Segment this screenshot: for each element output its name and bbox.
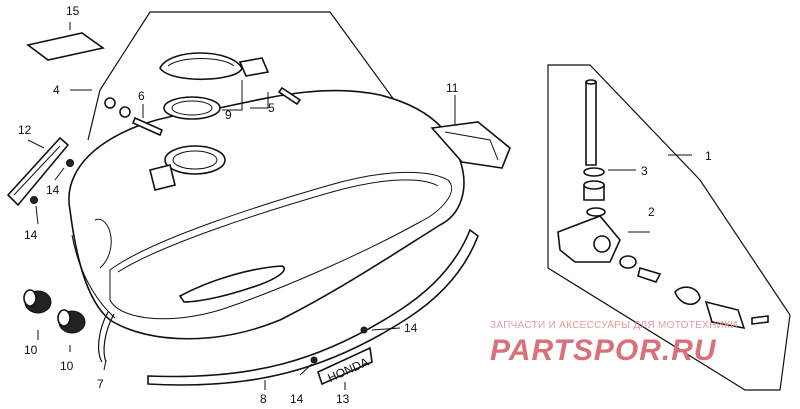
callout-6: 6	[138, 89, 145, 103]
callout-12: 12	[18, 123, 32, 137]
hose-7	[98, 311, 109, 363]
emblem-13	[317, 346, 373, 386]
bolt-6	[131, 116, 164, 137]
callout-14-d: 14	[404, 321, 418, 335]
pad-part	[26, 32, 105, 61]
filler-neck	[164, 145, 226, 175]
filler-cap	[159, 52, 243, 81]
trim-strip-8	[147, 228, 479, 386]
callout-15: 15	[66, 4, 80, 18]
callout-9: 9	[225, 108, 232, 122]
group-outline-valve	[547, 64, 791, 391]
callout-14-b: 14	[24, 228, 38, 242]
callout-10-a: 10	[24, 343, 38, 357]
strainer-tube-3	[585, 81, 597, 166]
group-outline-tank	[99, 11, 406, 116]
valve-lever	[704, 300, 746, 330]
bolt-14a	[66, 159, 74, 167]
callout-13: 13	[336, 392, 350, 406]
callout-1: 1	[705, 149, 712, 163]
callout-14-a: 14	[46, 183, 60, 197]
callout-14-c: 14	[290, 392, 304, 406]
callout-11: 11	[446, 81, 459, 95]
tank-emblem-recess	[178, 265, 285, 303]
callout-7: 7	[97, 377, 104, 391]
side-rubber-part	[6, 136, 70, 207]
watermark-tagline: ЗАПЧАСТИ И АКСЕССУАРЫ ДЛЯ МОТОТЕХНИКИ	[490, 320, 738, 331]
fuel-valve-2	[557, 215, 621, 263]
callout-10-b: 10	[60, 359, 74, 373]
callout-2: 2	[648, 205, 655, 219]
damper-10a	[23, 289, 52, 314]
watermark-logo: PARTSPOR.RU	[490, 334, 717, 367]
callout-5: 5	[268, 101, 275, 115]
damper-10b	[57, 309, 86, 334]
callout-8: 8	[260, 392, 267, 406]
bolt-14b	[30, 196, 38, 204]
callout-3: 3	[641, 164, 648, 178]
fuel-tank-body	[68, 89, 465, 340]
callout-4: 4	[53, 83, 60, 97]
